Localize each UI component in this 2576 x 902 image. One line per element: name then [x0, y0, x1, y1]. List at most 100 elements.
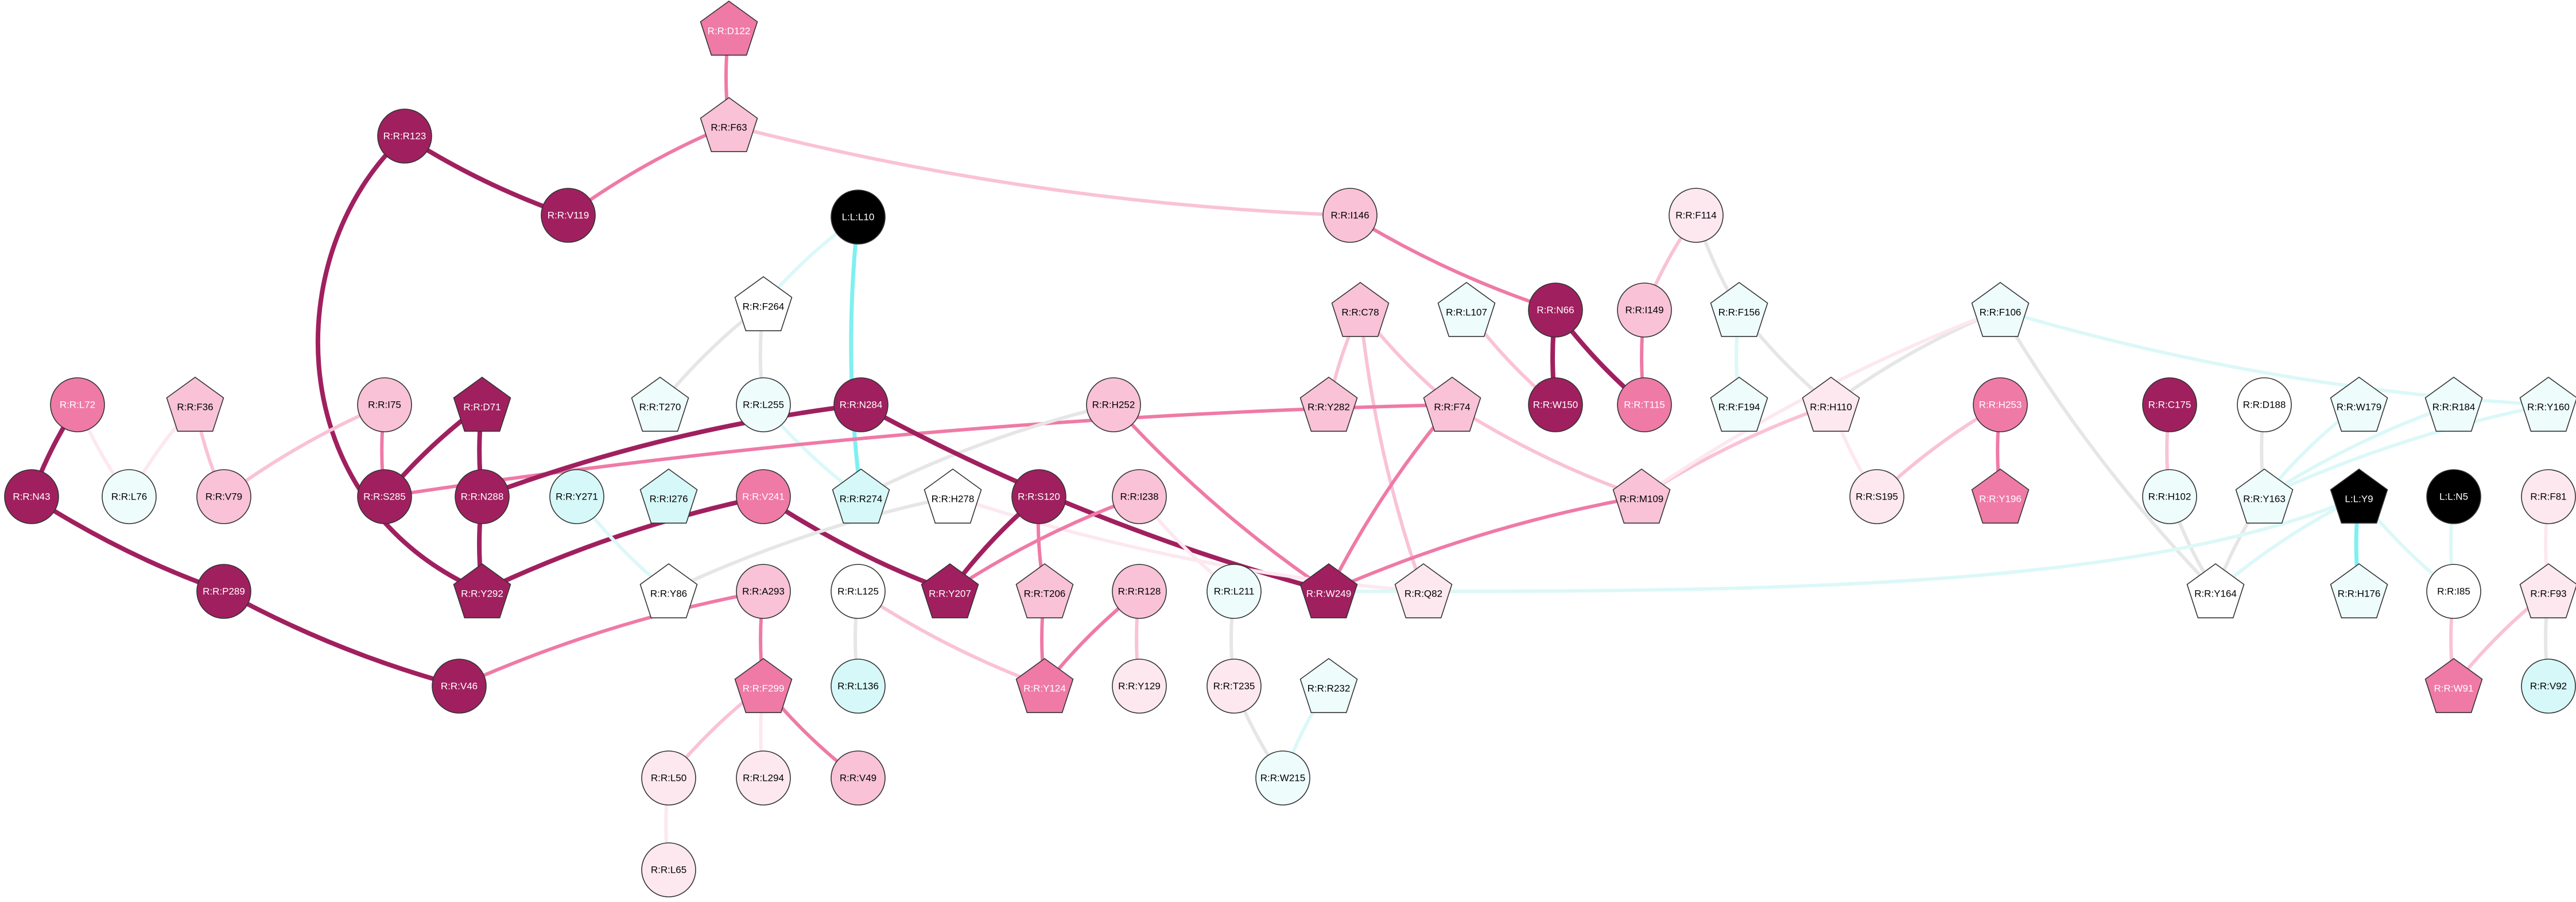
node-t235[interactable]: R:R:T235 [1206, 659, 1262, 714]
node-f264[interactable]: R:R:F264 [734, 276, 793, 331]
node-v92[interactable]: R:R:V92 [2521, 659, 2576, 714]
node-l294[interactable]: R:R:L294 [736, 750, 791, 806]
node-f63[interactable]: R:R:F63 [700, 97, 758, 152]
node-r232[interactable]: R:R:R232 [1299, 658, 1358, 713]
node-d122[interactable]: R:R:D122 [700, 1, 758, 56]
node-f74[interactable]: R:R:F74 [1423, 377, 1481, 432]
node-p289[interactable]: R:R:P289 [196, 564, 251, 619]
node-s285[interactable]: R:R:S285 [357, 469, 412, 524]
node-t206[interactable]: R:R:T206 [1015, 563, 1074, 618]
node-v79[interactable]: R:R:V79 [196, 469, 251, 524]
node-f36[interactable]: R:R:F36 [166, 377, 224, 432]
node-l72[interactable]: R:R:L72 [50, 377, 105, 432]
node-label: R:R:F93 [2530, 589, 2566, 599]
node-f114[interactable]: R:R:F114 [1669, 188, 1724, 243]
node-l211[interactable]: R:R:L211 [1206, 564, 1262, 619]
node-m109[interactable]: R:R:M109 [1612, 469, 1671, 524]
node-i75[interactable]: R:R:I75 [357, 377, 412, 432]
edge-r184-y163 [2263, 403, 2455, 498]
node-l125[interactable]: R:R:L125 [831, 564, 886, 619]
node-y282[interactable]: R:R:Y282 [1299, 377, 1358, 432]
node-v49[interactable]: R:R:V49 [831, 750, 886, 806]
node-n43[interactable]: R:R:N43 [4, 469, 59, 524]
node-c78[interactable]: R:R:C78 [1331, 282, 1390, 337]
node-t270[interactable]: R:R:T270 [631, 377, 689, 432]
node-i149[interactable]: R:R:I149 [1617, 282, 1672, 338]
node-w91[interactable]: R:R:W91 [2424, 658, 2483, 713]
node-l255[interactable]: R:R:L255 [736, 377, 791, 432]
node-s120[interactable]: R:R:S120 [1011, 469, 1066, 524]
node-y207[interactable]: R:R:Y207 [921, 563, 979, 618]
edge-f63-i146 [727, 123, 1352, 217]
node-i146[interactable]: R:R:I146 [1322, 188, 1378, 243]
node-i238[interactable]: R:R:I238 [1112, 469, 1167, 524]
node-l10[interactable]: L:L:L10 [831, 189, 886, 245]
node-l76[interactable]: R:R:L76 [102, 469, 157, 524]
node-y271[interactable]: R:R:Y271 [549, 469, 604, 524]
node-r128[interactable]: R:R:R128 [1112, 564, 1167, 619]
node-v46[interactable]: R:R:V46 [432, 659, 487, 714]
node-n5[interactable]: L:L:N5 [2426, 469, 2481, 524]
node-t115[interactable]: R:R:T115 [1617, 377, 1672, 432]
node-y9[interactable]: L:L:Y9 [2330, 469, 2388, 524]
node-shape-h176 [2330, 563, 2388, 618]
node-f106[interactable]: R:R:F106 [1971, 282, 2030, 337]
node-label: R:R:I146 [1330, 210, 1369, 221]
node-y124[interactable]: R:R:Y124 [1015, 658, 1074, 713]
node-shape-l107 [1437, 282, 1496, 337]
node-shape-r232 [1299, 658, 1358, 713]
node-y129[interactable]: R:R:Y129 [1112, 659, 1167, 714]
node-n288[interactable]: R:R:N288 [455, 469, 510, 524]
node-s195[interactable]: R:R:S195 [1849, 469, 1904, 524]
node-shape-t206 [1015, 563, 1074, 618]
node-h278[interactable]: R:R:H278 [924, 469, 982, 524]
node-h252[interactable]: R:R:H252 [1086, 377, 1141, 432]
node-f81[interactable]: R:R:F81 [2521, 469, 2576, 524]
node-l65[interactable]: R:R:L65 [641, 842, 696, 897]
node-w150[interactable]: R:R:W150 [1528, 377, 1583, 432]
node-shape-h252 [1086, 377, 1141, 432]
node-r184[interactable]: R:R:R184 [2424, 377, 2483, 432]
node-d71[interactable]: R:R:D71 [453, 377, 511, 432]
node-v241[interactable]: R:R:V241 [736, 469, 791, 524]
node-a293[interactable]: R:R:A293 [736, 564, 791, 619]
node-n66[interactable]: R:R:N66 [1528, 282, 1583, 338]
node-l50[interactable]: R:R:L50 [641, 750, 696, 806]
node-shape-q82 [1394, 563, 1453, 618]
node-f194[interactable]: R:R:F194 [1710, 377, 1768, 432]
node-f299[interactable]: R:R:F299 [734, 658, 793, 713]
node-w215[interactable]: R:R:W215 [1255, 750, 1310, 806]
node-r274[interactable]: R:R:R274 [832, 469, 890, 524]
node-d188[interactable]: R:R:D188 [2237, 377, 2292, 432]
node-y163[interactable]: R:R:Y163 [2235, 469, 2294, 524]
node-w179[interactable]: R:R:W179 [2330, 377, 2388, 432]
node-h110[interactable]: R:R:H110 [1802, 377, 1860, 432]
node-label: L:L:L10 [842, 212, 875, 223]
node-y196[interactable]: R:R:Y196 [1971, 469, 2030, 524]
node-y164[interactable]: R:R:Y164 [2186, 563, 2245, 618]
node-f156[interactable]: R:R:F156 [1710, 282, 1768, 337]
node-y292[interactable]: R:R:Y292 [453, 563, 511, 618]
node-label: R:R:I149 [1625, 305, 1663, 316]
node-label: R:R:H176 [2338, 589, 2381, 599]
node-y86[interactable]: R:R:Y86 [639, 563, 698, 618]
node-f93[interactable]: R:R:F93 [2519, 563, 2576, 618]
node-label: R:R:V241 [742, 491, 785, 502]
node-y160[interactable]: R:R:Y160 [2519, 377, 2576, 432]
node-q82[interactable]: R:R:Q82 [1394, 563, 1453, 618]
node-l107[interactable]: R:R:L107 [1437, 282, 1496, 337]
node-i276[interactable]: R:R:I276 [639, 469, 698, 524]
node-h253[interactable]: R:R:H253 [1973, 377, 2028, 432]
node-shape-w179 [2330, 377, 2388, 432]
node-c175[interactable]: R:R:C175 [2142, 377, 2197, 432]
node-v119[interactable]: R:R:V119 [541, 188, 596, 243]
edge-i238-y207 [948, 495, 1141, 593]
node-h176[interactable]: R:R:H176 [2330, 563, 2388, 618]
edge-i75-v79 [222, 403, 386, 498]
node-i85[interactable]: R:R:I85 [2426, 564, 2481, 619]
node-r123[interactable]: R:R:R123 [377, 109, 432, 164]
node-l136[interactable]: R:R:L136 [831, 659, 886, 714]
node-w249[interactable]: R:R:W249 [1299, 563, 1358, 618]
node-h102[interactable]: R:R:H102 [2142, 469, 2197, 524]
node-n284[interactable]: R:R:N284 [833, 377, 889, 432]
